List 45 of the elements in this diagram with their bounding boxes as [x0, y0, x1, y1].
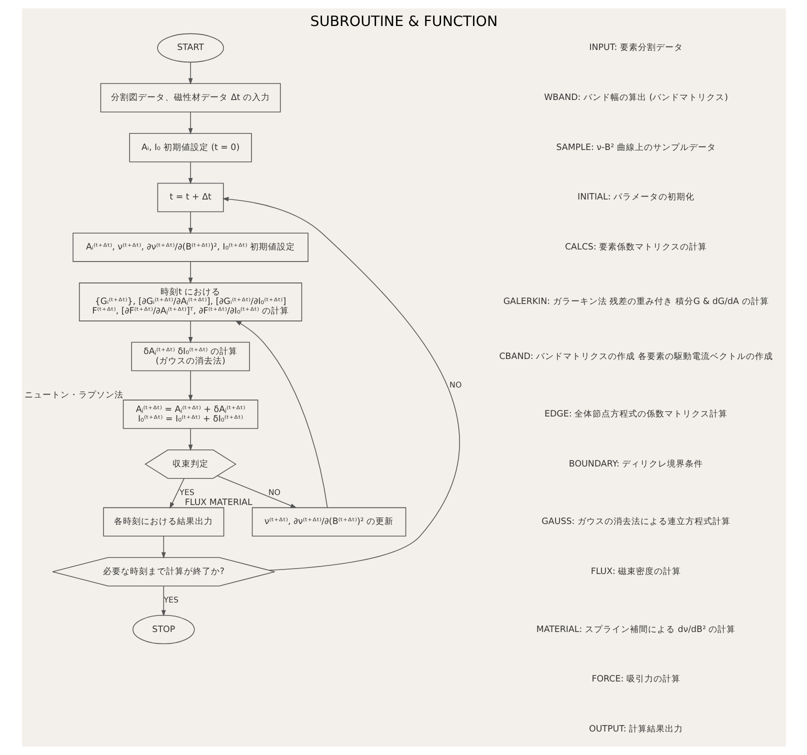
arrow — [169, 478, 184, 509]
edge-label: NO — [268, 488, 280, 498]
arrow — [188, 261, 192, 284]
arrow — [188, 320, 192, 344]
label: INITIAL: パラメータの初期化 — [577, 192, 694, 203]
arrow — [188, 162, 192, 184]
label: MATERIAL: スプライン補間による dν/dB² の計算 — [536, 624, 736, 635]
label: WBAND: バンド幅の算出 (バンドマトリクス) — [544, 92, 728, 103]
node-box: Aᵢ, I₀ 初期値設定 (t = 0) — [128, 132, 252, 162]
arrow — [188, 62, 192, 85]
label: FLUX: 磁束密度の計算 — [590, 566, 681, 577]
label: CALCS: 要素係数マトリクスの計算 — [564, 242, 707, 253]
node-box: δAⱼ⁽ᵗ⁺ᐞᵗ⁾ δI₀⁽ᵗ⁺ᐞᵗ⁾ の計算 (ガウスの消去法) — [130, 342, 250, 372]
node-box: Aᵢ⁽ᵗ⁺ᐞᵗ⁾, ν⁽ᵗ⁺ᐞᵗ⁾, ∂ν⁽ᵗ⁺ᐞᵗ⁾/∂(B⁽ᵗ⁺ᐞᵗ⁾)², I₀⁽ᵗ⁺ᐞᵗ⁾ 初期値設定 — [72, 232, 308, 262]
node-box: 分割図データ、磁性材データ Δt の入力 — [100, 83, 280, 112]
node-label: ニュートン・ラプソン法 — [24, 390, 124, 401]
arrow — [160, 536, 166, 559]
label: SAMPLE: ν-B² 曲線上のサンプルデータ — [556, 142, 716, 153]
arrow — [160, 586, 166, 616]
node-box: 各時刻における結果出力 — [102, 507, 224, 537]
label: GALERKIN: ガラーキン法 残差の重み付き 積分G & dG/dA の計算 — [502, 297, 768, 308]
label: EDGE: 全体節点方程式の係数マトリクス計算 — [544, 410, 728, 420]
arrow — [234, 320, 328, 508]
node-box: Aⱼ⁽ᵗ⁺ᐞᵗ⁾ = Aⱼ⁽ᵗ⁺ᐞᵗ⁾ + δAⱼ⁽ᵗ⁺ᐞᵗ⁾ I₀⁽ᵗ⁺ᐞᵗ⁾ = I₀⁽ᵗ⁺ᐞᵗ⁾ + δI₀⁽ᵗ⁺ᐞᵗ⁾ — [122, 400, 258, 429]
label: CBAND: バンドマトリクスの作成 各要素の駆動電流ベクトルの作成 — [498, 352, 772, 362]
node-box: ν⁽ᵗ⁺ᐞᵗ⁾, ∂ν⁽ᵗ⁺ᐞᵗ⁾/∂(B⁽ᵗ⁺ᐞᵗ⁾)² の更新 — [251, 507, 406, 537]
node-ellipse: START — [156, 33, 224, 63]
edge-label: YES — [179, 488, 194, 498]
arrow — [188, 112, 192, 134]
label: OUTPUT: 計算結果出力 — [588, 724, 683, 734]
label: BOUNDARY: ディリクレ境界条件 — [568, 459, 703, 470]
edge-label: NO — [449, 380, 462, 390]
label: FORCE: 吸引力の計算 — [591, 674, 680, 685]
label: INPUT: 要素分割データ — [588, 43, 682, 54]
label: GAUSS: ガウスの消去法による連立方程式計算 — [541, 517, 730, 528]
node-box: t = t + Δt — [156, 182, 224, 212]
node-ellipse: STOP — [132, 614, 194, 644]
arrow — [222, 196, 460, 571]
arrow — [188, 428, 192, 451]
node-box: 時刻t における {Gᵢ⁽ᵗ⁺ᐞᵗ⁾}, [∂Gᵢ⁽ᵗ⁺ᐞᵗ⁾/∂Aⱼ⁽ᵗ⁺ᐞᵗ⁾], [∂Gᵢ⁽ᵗ⁺ᐞᵗ⁾/∂I₀⁽ᵗ⁺ᐞᵗ⁾] F⁽ᵗ⁺ᐞᵗ⁾, [∂F⁽ᵗ⁺ᐞᵗ⁾/∂Aⱼ⁽ᵗ⁺ᐞᵗ⁾]ᵀ, ∂F⁽ᵗ⁺ᐞᵗ⁾/∂I₀⁽ᵗ⁺ᐞᵗ⁾ の計算 — [78, 282, 302, 322]
arrow — [188, 370, 192, 402]
arrow — [216, 476, 296, 508]
node-label: FLUX MATERIAL — [184, 498, 252, 508]
diagram-title: SUBROUTINE & FUNCTION — [310, 14, 498, 30]
arrow — [188, 212, 192, 234]
